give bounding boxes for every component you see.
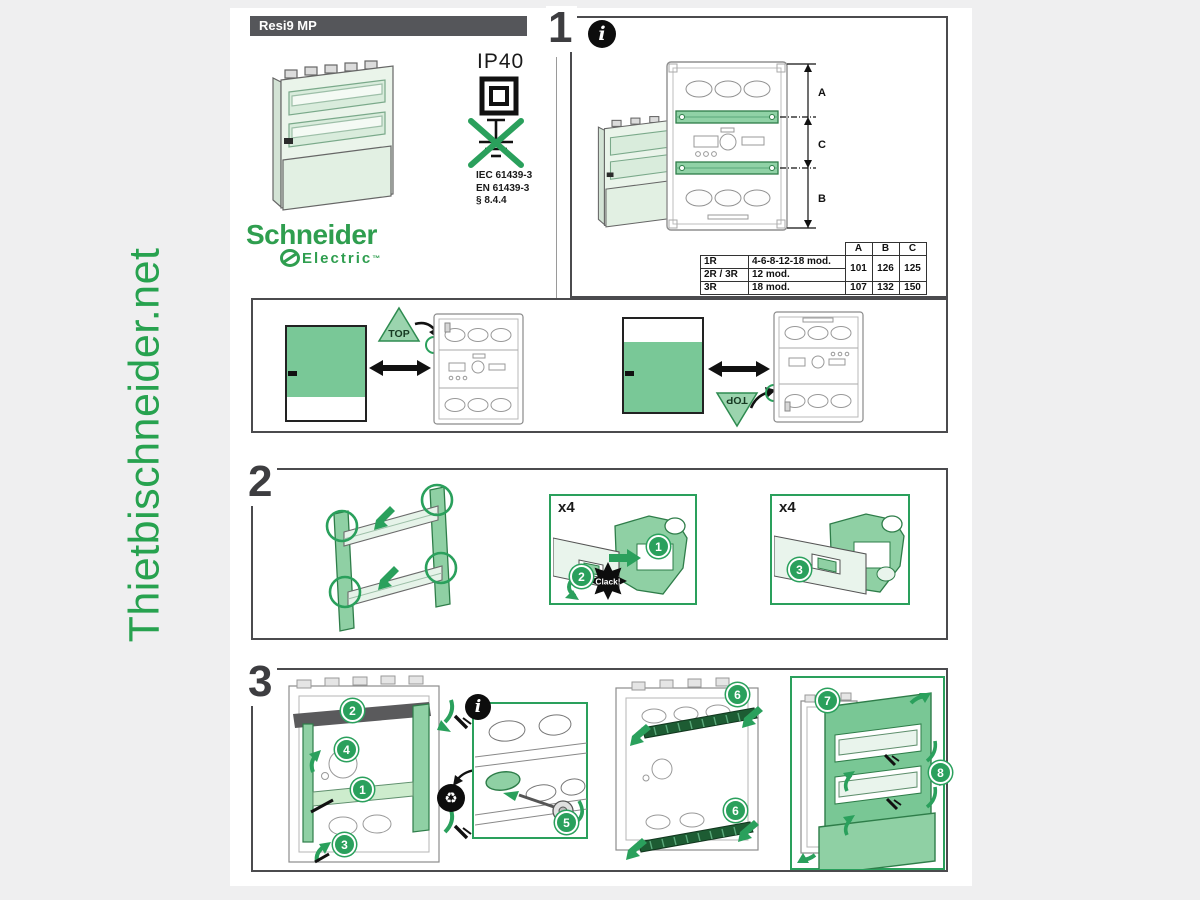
door-front-upright [285,325,367,422]
col-header-c: C [898,242,927,256]
config-cell: 1R [700,255,749,269]
dim-label-a: A [818,87,826,99]
trademark: ™ [372,253,381,263]
config-cell: 2R / 3R [700,268,749,282]
step-marker-3: 3 [788,558,811,581]
col-header-a: A [844,242,873,256]
dim-label-c: C [818,139,826,151]
product-badge: Resi9 MP [250,16,527,36]
step-marker-1: 1 [647,535,670,558]
back-box-front-view-inverted [773,311,864,423]
no-earth-icon [468,118,524,168]
step-marker-6: 6 [726,683,749,706]
knockout-info-panel: 5 [472,702,588,839]
config-cell: 3R [700,281,749,295]
col-header-b: B [871,242,900,256]
standard-line: § 8.4.4 [476,195,507,206]
clip-locked-panel: x4 3 [770,494,910,605]
step-marker-3: 3 [333,833,356,856]
step-2-box: x4 1 2 Clack! x4 [251,468,948,640]
standard-line: EN 61439-3 [476,182,530,194]
back-box-front-view [433,313,524,425]
dimension-table: A B C 1R 4-6-8-12-18 mod. 101 126 125 2R… [700,242,927,295]
top-orientation-icon: TOP [377,306,421,342]
clip-locked-illustration [774,513,905,595]
modules-cell: 18 mod. [748,281,846,295]
step-marker-6: 6 [724,799,747,822]
top-label: TOP [388,328,409,340]
door-front-inverted [622,317,704,414]
door-handle [288,371,297,376]
step-1-number: 1 [546,6,578,52]
step-marker-8: 8 [929,761,952,784]
recycle-icon: ♻ [444,790,458,807]
discard-knockout-icon: ♻ [437,784,465,812]
table-row: 2R / 3R 12 mod. [700,268,927,282]
door-green-area [287,327,365,397]
orientation-box: TOP [251,298,948,433]
top-orientation-icon-inverted: TOP [715,392,759,428]
modules-cell: 4-6-8-12-18 mod. [748,255,846,269]
top-label: TOP [726,394,747,406]
clack-callout: Clack! [589,562,627,605]
dimension-diagram: A C B [666,61,826,231]
value-c: 125 [898,255,927,282]
comb-strip-illustration [615,677,763,860]
door-handle [625,371,634,376]
brand-name: Schneider [246,219,377,250]
brand-glyph-icon [280,249,300,267]
ip-rating-label: IP40 [477,50,525,73]
cover-install-panel [790,676,945,870]
step-marker-5: 5 [555,811,578,834]
step-2-number: 2 [246,460,278,506]
rail-frame-illustration [325,483,458,632]
cover-install-illustration [797,692,943,869]
step-marker-2: 2 [341,699,364,722]
swap-arrow-icon [708,361,770,377]
clip-detail-panel: x4 1 2 Clack! [549,494,697,605]
double-insulation-icon [479,76,519,116]
step-marker-1: 1 [351,778,374,801]
brand-electric: Electric [302,249,373,267]
info-icon: i [588,20,616,48]
value-a: 107 [844,281,873,295]
quantity-label: x4 [779,499,796,516]
value-c: 150 [898,281,927,295]
watermark-text: Thietbischneider.net [120,247,169,643]
step-marker-7: 7 [816,689,839,712]
value-a: 101 [844,255,873,282]
quantity-label: x4 [558,499,575,516]
table-row: 1R 4-6-8-12-18 mod. 101 126 125 [700,255,927,282]
product-enclosure-illustration [272,60,394,211]
value-b: 126 [871,255,900,282]
step-marker-4: 4 [335,738,358,761]
header-divider [556,57,557,298]
step-marker-2: 2 [570,565,593,588]
table-row: 3R 18 mod. 107 132 150 [700,281,927,295]
frame-install-illustration [288,675,472,864]
step-3-number: 3 [246,660,278,706]
value-b: 132 [871,281,900,295]
step-3-box: 2 4 1 3 ♻ i [251,668,952,872]
swap-arrow-icon [369,360,431,376]
standard-line: IEC 61439-3 [476,170,533,181]
info-icon: i [465,694,491,720]
dim-label-b: B [818,193,826,205]
modules-cell: 12 mod. [748,268,846,282]
door-green-area [624,342,702,412]
clack-label: Clack! [595,576,620,586]
standards-text: IEC 61439-3 EN 61439-3 § 8.4.4 [476,170,532,208]
